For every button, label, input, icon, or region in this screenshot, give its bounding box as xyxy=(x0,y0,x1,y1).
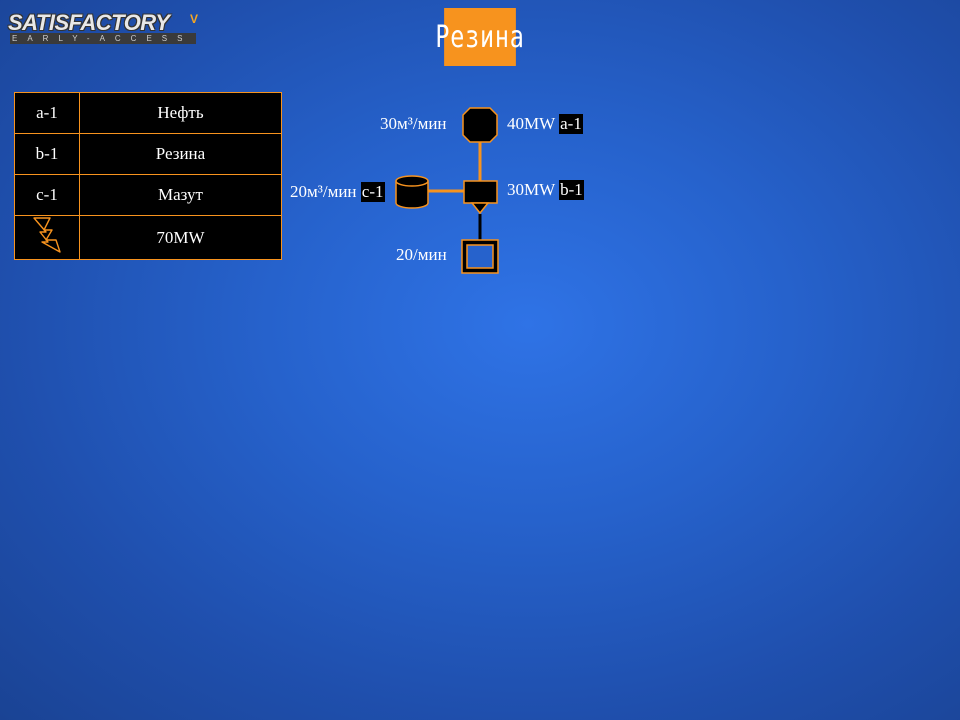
satisfactory-logo: SATISFACTORY V EARLY-ACCESS xyxy=(8,12,200,46)
left-node-label: 20м³/мин c-1 xyxy=(290,182,385,202)
legend-row: b-1 Резина xyxy=(14,133,282,175)
top-node-tag: a-1 xyxy=(559,114,583,134)
page-title: Резина xyxy=(435,8,524,66)
left-node-rate: 20м³/мин xyxy=(290,182,357,201)
legend-key: c-1 xyxy=(14,174,80,216)
logo-mark: V xyxy=(190,12,199,26)
lightning-icon xyxy=(33,217,61,253)
top-node-rate: 30м³/мин xyxy=(380,114,447,133)
legend-value: Мазут xyxy=(79,174,282,216)
fluid-tank-icon xyxy=(395,175,429,209)
legend-value: 70MW xyxy=(79,215,282,260)
refinery-icon xyxy=(463,180,498,215)
legend-value: Нефть xyxy=(79,92,282,134)
output-container-icon xyxy=(461,239,499,274)
left-node-tag: c-1 xyxy=(360,182,385,202)
legend-value: Резина xyxy=(79,133,282,175)
legend-row: 70MW xyxy=(14,215,282,260)
legend-key-power xyxy=(14,215,80,260)
top-node-power-label: 40MW a-1 xyxy=(507,114,583,134)
legend-table: a-1 Нефть b-1 Резина c-1 Мазут 70MW xyxy=(14,92,282,260)
middle-node-power-label: 30MW b-1 xyxy=(507,180,584,200)
logo-wordmark: SATISFACTORY xyxy=(8,10,170,35)
legend-row: c-1 Мазут xyxy=(14,174,282,216)
logo-subtitle: EARLY-ACCESS xyxy=(10,33,196,44)
oil-extractor-icon xyxy=(462,107,498,143)
middle-node-power: 30MW xyxy=(507,180,555,199)
top-node-power: 40MW xyxy=(507,114,555,133)
middle-node-tag: b-1 xyxy=(559,180,584,200)
bottom-node-rate: 20/мин xyxy=(396,245,447,264)
